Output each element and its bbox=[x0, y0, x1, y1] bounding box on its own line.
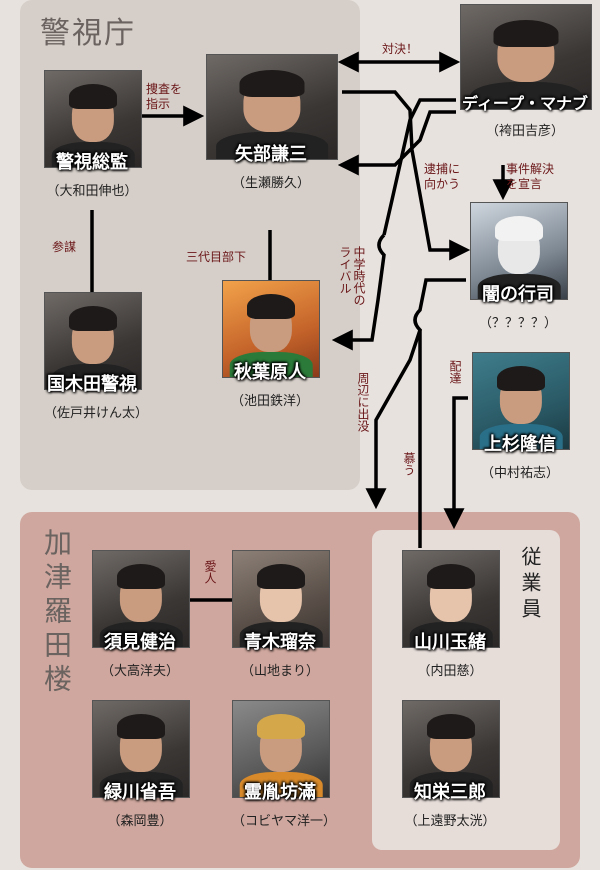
person-chie: 知栄三郎 （上遠野太洸） bbox=[402, 700, 500, 829]
name-kunikida: 国木田警視 bbox=[47, 374, 137, 395]
actor-uesugi: （中村祐志） bbox=[480, 466, 559, 481]
portrait-yamakawa bbox=[402, 550, 500, 648]
person-yamakawa: 山川玉緒 （内田慈） bbox=[402, 550, 500, 679]
label-aijin: 愛人 bbox=[203, 560, 217, 584]
label-shitau: 慕う bbox=[402, 452, 416, 476]
person-sumi: 須見健治 （大高洋夫） bbox=[92, 550, 190, 679]
actor-yamakawa: （内田慈） bbox=[417, 664, 483, 679]
portrait-aoki bbox=[232, 550, 330, 648]
group-title-kazura: 加津羅田楼 bbox=[40, 528, 73, 698]
label-sousa: 捜査を指示 bbox=[146, 82, 183, 111]
actor-reiran: （コビヤマ洋一） bbox=[232, 814, 337, 829]
link-shuhen bbox=[365, 278, 466, 510]
name-manabu: ディープ・マナブ bbox=[462, 94, 588, 113]
portrait-akihabara bbox=[222, 280, 320, 378]
portrait-uesugi bbox=[472, 352, 570, 450]
name-akihabara: 秋葉原人 bbox=[234, 362, 306, 383]
portrait-yami bbox=[470, 202, 568, 300]
person-uesugi: 上杉隆信 （中村祐志） bbox=[472, 352, 570, 481]
actor-aoki: （山地まり） bbox=[240, 664, 319, 679]
label-jiken: 事件解決を宣言 bbox=[506, 162, 555, 191]
name-midorikawa: 緑川省吾 bbox=[104, 782, 176, 803]
portrait-yabe bbox=[206, 54, 338, 160]
group-title-staff: 従業員 bbox=[518, 546, 542, 624]
name-chie: 知栄三郎 bbox=[414, 782, 486, 803]
person-akihabara: 秋葉原人 （池田鉄洋） bbox=[222, 280, 320, 409]
actor-midorikawa: （森岡豊） bbox=[107, 814, 173, 829]
person-yami: 闇の行司 （？？？？） bbox=[470, 202, 568, 331]
name-yabe: 矢部謙三 bbox=[235, 144, 307, 165]
person-manabu: ディープ・マナブ （袴田吉彦） bbox=[460, 4, 592, 139]
label-sanbou: 参謀 bbox=[52, 240, 77, 254]
actor-chie: （上遠野太洸） bbox=[404, 814, 496, 829]
label-sandaime: 三代目部下 bbox=[186, 250, 247, 264]
portrait-kunikida bbox=[44, 292, 142, 390]
portrait-manabu bbox=[460, 4, 592, 110]
name-reiran: 霊胤坊滿 bbox=[244, 782, 316, 803]
actor-sumi: （大高洋夫） bbox=[100, 664, 179, 679]
actor-akihabara: （池田鉄洋） bbox=[230, 394, 309, 409]
person-midorikawa: 緑川省吾 （森岡豊） bbox=[92, 700, 190, 829]
actor-kunikida: （佐戸井けん太） bbox=[44, 406, 149, 421]
group-title-keishicho: 警視庁 bbox=[40, 16, 136, 51]
portrait-chie bbox=[402, 700, 500, 798]
actor-yabe: （生瀬勝久） bbox=[231, 176, 310, 191]
name-uesugi: 上杉隆信 bbox=[484, 434, 556, 455]
link-haitatsu bbox=[443, 396, 468, 530]
person-kanto: 警視総監 （大和田伸也） bbox=[44, 70, 142, 199]
name-sumi: 須見健治 bbox=[104, 632, 176, 653]
label-taiketsu: 対決！ bbox=[382, 42, 419, 56]
label-haitatsu: 配達 bbox=[448, 360, 462, 384]
name-aoki: 青木瑠奈 bbox=[244, 632, 316, 653]
name-yamakawa: 山川玉緒 bbox=[414, 632, 486, 653]
portrait-sumi bbox=[92, 550, 190, 648]
label-taiho: 逮捕に向かう bbox=[424, 162, 461, 191]
portrait-reiran bbox=[232, 700, 330, 798]
name-kanto: 警視総監 bbox=[56, 152, 128, 173]
label-chugaku: 中学時代のライバル bbox=[338, 246, 366, 306]
label-shuhen: 周辺に出没 bbox=[356, 372, 370, 432]
name-yami: 闇の行司 bbox=[482, 284, 554, 305]
portrait-midorikawa bbox=[92, 700, 190, 798]
portrait-kanto bbox=[44, 70, 142, 168]
actor-kanto: （大和田伸也） bbox=[46, 184, 138, 199]
person-aoki: 青木瑠奈 （山地まり） bbox=[232, 550, 330, 679]
actor-yami: （？？？？） bbox=[478, 316, 557, 331]
actor-manabu: （袴田吉彦） bbox=[485, 124, 564, 139]
person-yabe: 矢部謙三 （生瀬勝久） bbox=[206, 54, 338, 191]
person-kunikida: 国木田警視 （佐戸井けん太） bbox=[44, 292, 149, 421]
person-reiran: 霊胤坊滿 （コビヤマ洋一） bbox=[232, 700, 337, 829]
